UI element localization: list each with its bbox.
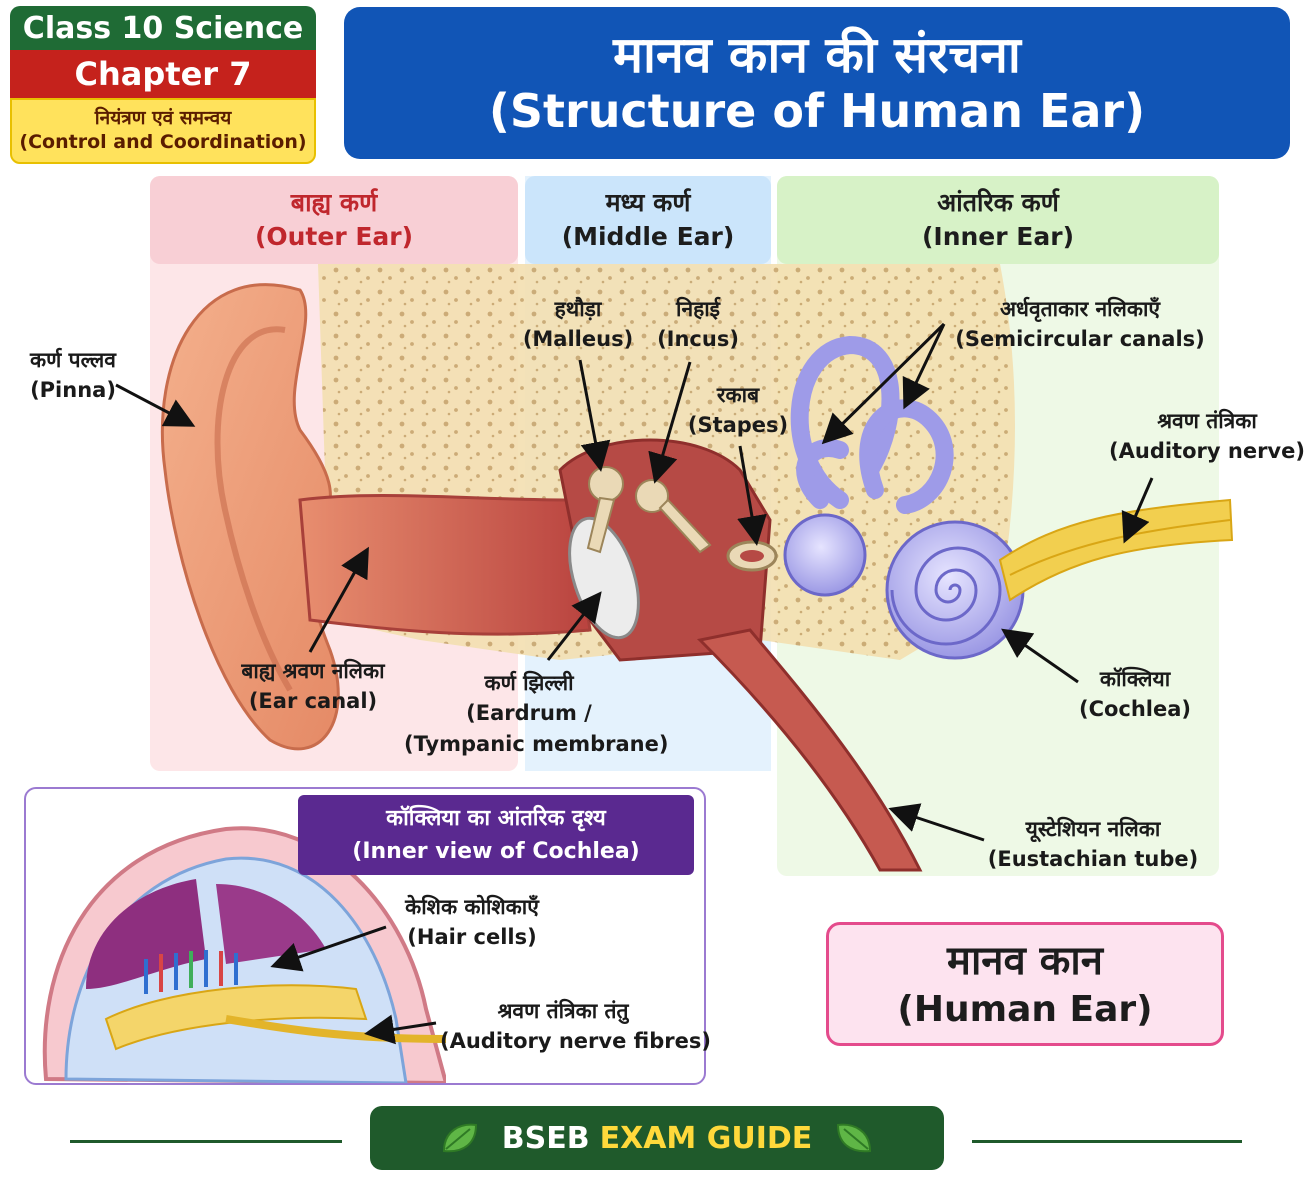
malleus-english: (Malleus) [522,327,634,352]
label-malleus: हथौड़ा (Malleus) [520,294,636,355]
title-english: (Structure of Human Ear) [488,84,1146,139]
label-auditory-nerve: श्रवण तंत्रिका (Auditory nerve) [1104,406,1310,467]
middle-ear-hindi: मध्य कर्ण [605,188,691,218]
stapes-hindi: रकाब [716,383,760,407]
caption-hindi: मानव कान [947,937,1103,984]
middle-ear-english: (Middle Ear) [561,222,735,251]
label-eardrum: कर्ण झिल्ली (Eardrum / (Tympanic membran… [404,668,669,759]
incus-english: (Incus) [657,327,739,352]
inner-ear-hindi: आंतरिक कर्ण [937,188,1059,218]
semicircular-canals [790,335,954,514]
cochlea-hindi: कॉक्लिया [1099,667,1171,691]
pinna-hindi: कर्ण पल्लव [30,348,116,372]
ossicles [586,466,778,572]
auditory-nerve-hindi: श्रवण तंत्रिका [1157,409,1257,433]
nerve-fibres-hindi: श्रवण तंत्रिका तंतु [497,999,629,1023]
hair-cells-english: (Hair cells) [407,925,537,950]
chapter-badge: Chapter 7 [10,50,316,98]
semicircular-english: (Semicircular canals) [955,327,1205,352]
semicircular-hindi: अर्धवृताकार नलिकाएँ [999,297,1161,321]
label-ear-canal: बाह्य श्रवण नलिका (Ear canal) [208,656,418,717]
label-cochlea: कॉक्लिया (Cochlea) [1070,664,1200,725]
label-hair-cells: केशिक कोशिकाएँ (Hair cells) [382,892,562,953]
topic-badge: नियंत्रण एवं समन्वय (Control and Coordin… [10,98,316,164]
inset-title: कॉक्लिया का आंतरिक दृश्य (Inner view of … [298,795,694,875]
outer-ear-hindi: बाह्य कर्ण [290,188,378,218]
eardrum-english-2: (Tympanic membrane) [404,731,669,756]
incus-hindi: निहाई [676,297,720,321]
eustachian-english: (Eustachian tube) [987,847,1199,872]
hair-cells-hindi: केशिक कोशिकाएँ [405,895,539,919]
footer-banner: BSEB EXAM GUIDE [370,1106,944,1170]
eustachian-tube-shape [696,628,923,872]
ear-canal-english: (Ear canal) [248,689,378,714]
outer-ear-english: (Outer Ear) [254,222,414,251]
page-title: मानव कान की संरचना (Structure of Human E… [344,7,1290,159]
eardrum-hindi: कर्ण झिल्ली [484,671,574,695]
label-semicircular-canals: अर्धवृताकार नलिकाएँ (Semicircular canals… [950,294,1210,355]
malleus-hindi: हथौड़ा [554,297,602,321]
outer-ear-header: बाह्य कर्ण (Outer Ear) [150,176,518,264]
inner-ear-english: (Inner Ear) [921,222,1074,251]
leaf-icon [837,1123,872,1153]
footer-line-right [972,1140,1242,1143]
eardrum-english: (Eardrum / [466,701,592,726]
cochlea-english: (Cochlea) [1078,697,1192,722]
auditory-nerve-english: (Auditory nerve) [1109,439,1305,464]
cochlea-inset [24,787,706,1085]
label-nerve-fibres: श्रवण तंत्रिका तंतु (Auditory nerve fibr… [440,996,711,1057]
topic-english: (Control and Coordination) [19,131,307,153]
label-eustachian-tube: यूस्टेशियन नलिका (Eustachian tube) [986,814,1200,875]
human-ear-caption: मानव कान (Human Ear) [826,922,1224,1046]
footer-brand: BSEB [501,1120,590,1156]
label-pinna: कर्ण पल्लव (Pinna) [8,345,138,406]
nerve-fibres-english: (Auditory nerve fibres) [440,1029,711,1054]
ear-canal-hindi: बाह्य श्रवण नलिका [241,659,385,683]
middle-ear-header: मध्य कर्ण (Middle Ear) [525,176,771,264]
eustachian-hindi: यूस्टेशियन नलिका [1025,817,1161,841]
inset-title-hindi: कॉक्लिया का आंतरिक दृश्य [386,806,606,831]
inset-title-english: (Inner view of Cochlea) [352,839,640,864]
cochlea-inset-drawing [42,826,446,1083]
title-hindi: मानव कान की संरचना [613,25,1021,84]
stapes-english: (Stapes) [687,413,789,438]
label-stapes: रकाब (Stapes) [686,380,790,441]
label-incus: निहाई (Incus) [650,294,746,355]
pinna-english: (Pinna) [30,378,116,403]
topic-hindi: नियंत्रण एवं समन्वय [94,107,232,130]
cochlea-shape [885,520,1025,660]
auditory-nerve-shape [998,498,1234,602]
ear-canal-shape [298,494,592,636]
inner-ear-header: आंतरिक कर्ण (Inner Ear) [777,176,1219,264]
label-arrows [115,322,1154,842]
leaf-icon [442,1123,477,1153]
caption-english: (Human Ear) [897,988,1153,1030]
footer-line-left [70,1140,342,1143]
vestibule-shape [783,513,867,597]
footer-guide: EXAM GUIDE [599,1120,813,1156]
class-badge: Class 10 Science [10,6,316,50]
